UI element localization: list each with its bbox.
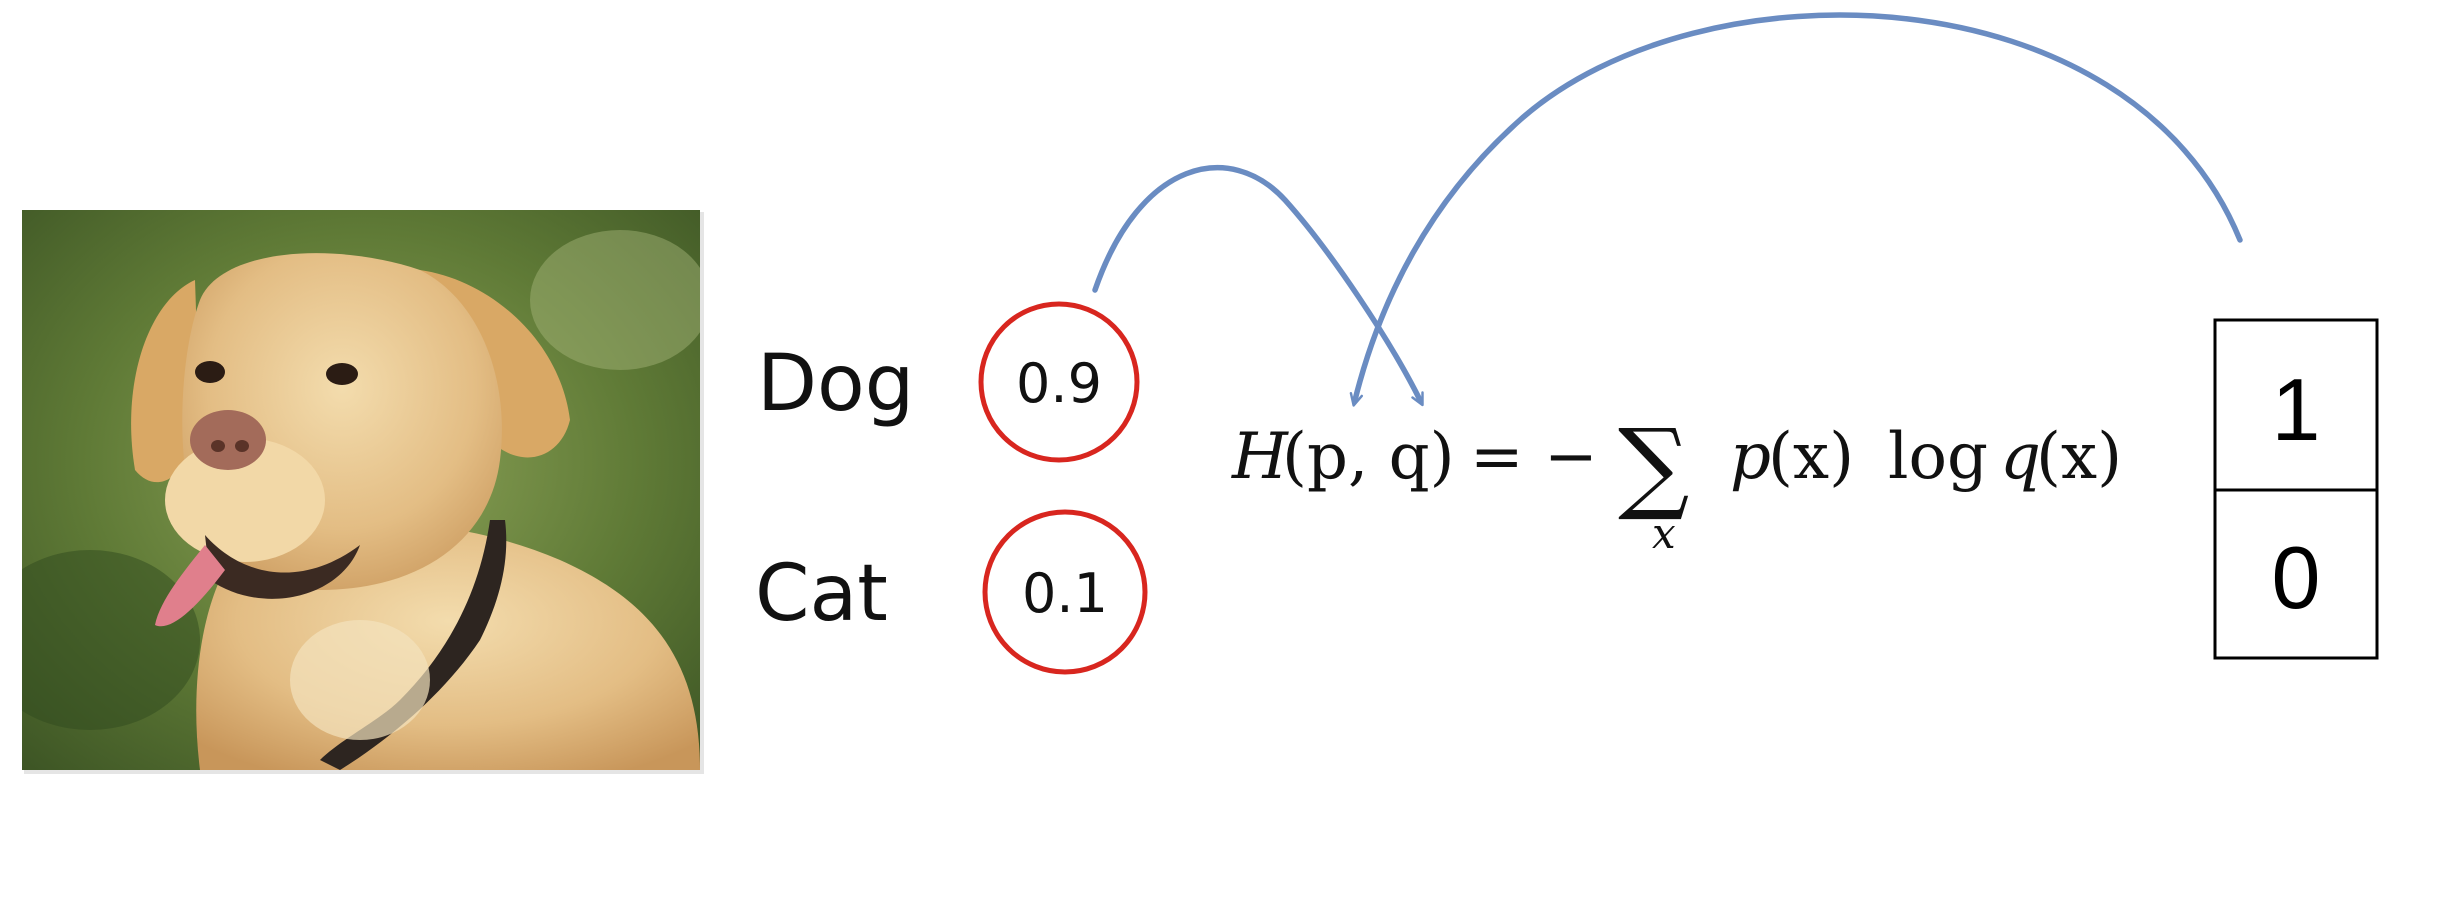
formula-log: log: [1888, 420, 1988, 494]
cross-entropy-formula: H (p, q) = − ∑ x p (x) log q (x): [1231, 407, 2122, 558]
formula-term1-arg: (x): [1768, 420, 1854, 494]
dog-photo-icon: [22, 210, 704, 774]
vector-cell-dog: 1: [2272, 360, 2321, 459]
formula-sum-symbol: ∑: [1618, 407, 1689, 524]
class-label-cat: Cat: [755, 549, 888, 639]
formula-lhs-args: (p, q): [1282, 420, 1455, 494]
formula-equals-minus: = −: [1470, 420, 1598, 494]
class-label-dog: Dog: [757, 339, 914, 429]
true-label-vector: 1 0: [2213, 318, 2379, 660]
formula-lhs-fn: H: [1231, 420, 1289, 494]
probability-cat: 0.1: [1022, 562, 1108, 625]
formula-term2-arg: (x): [2036, 420, 2122, 494]
formula-sum-index: x: [1652, 509, 1676, 558]
probability-dog: 0.9: [1016, 352, 1102, 415]
probability-circle-cat: [982, 509, 1148, 675]
arrow-prediction-to-q: [1092, 165, 1424, 407]
formula-term2-fn: q: [2000, 420, 2041, 494]
probability-circle-dog: [978, 301, 1140, 463]
arrow-truth-to-p: [1349, 12, 2243, 407]
vector-cell-cat: 0: [2272, 528, 2321, 627]
formula-term1-fn: p: [1730, 420, 1771, 494]
